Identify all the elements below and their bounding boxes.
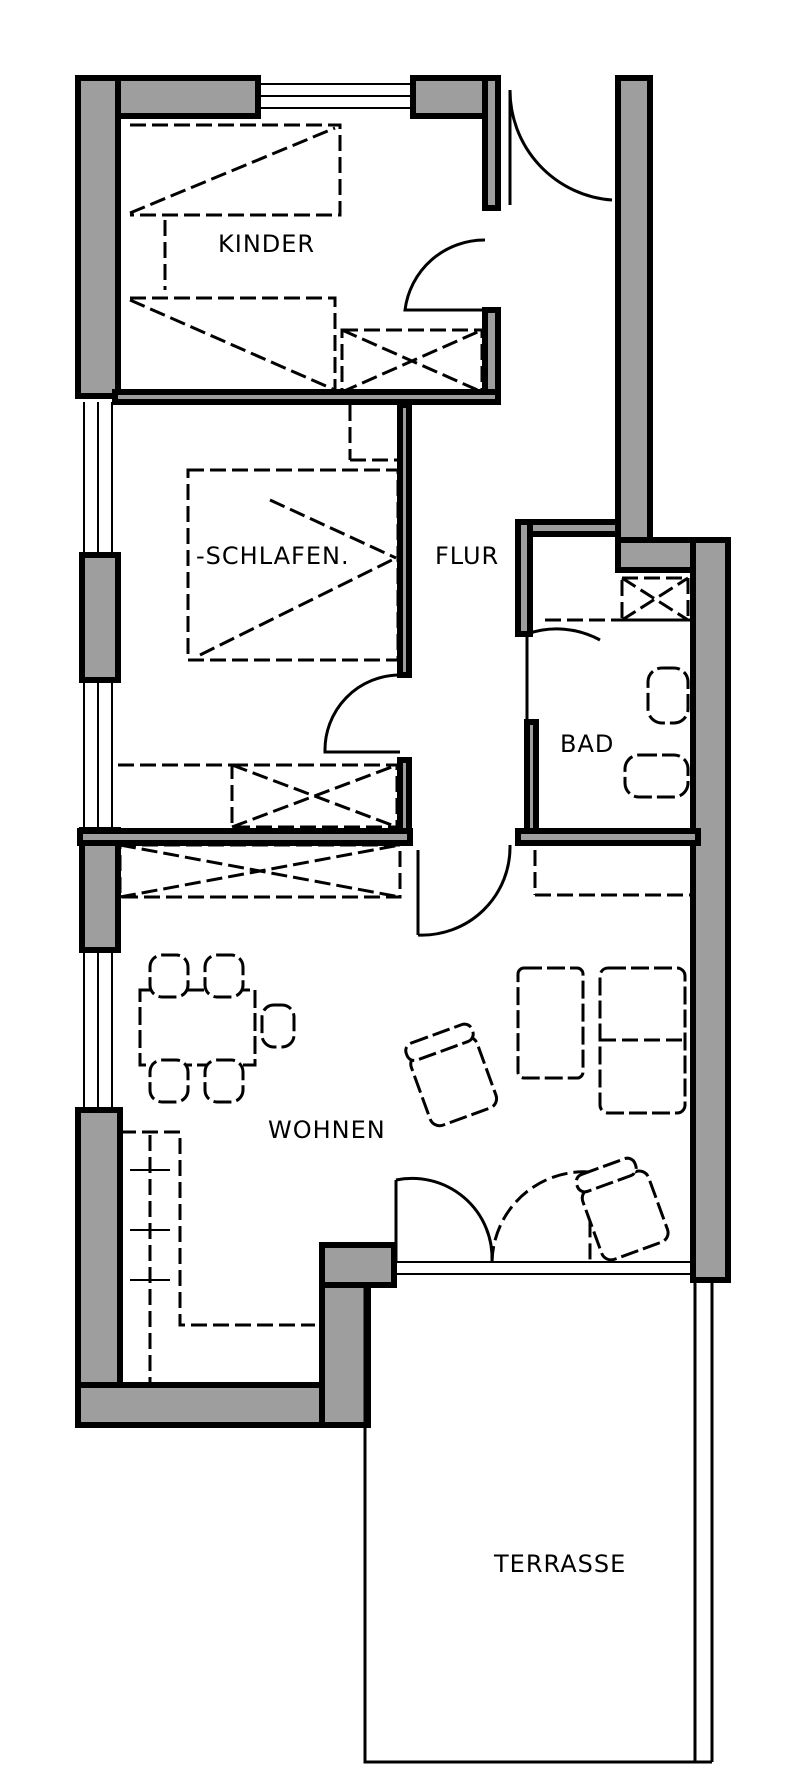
wall-kinder-right-lower [482,307,501,403]
walls [75,75,731,1428]
bad-sink [623,753,690,799]
bad-shower [620,576,690,622]
wall-kinder-right [482,75,501,211]
wall-schlafen-flur [397,402,412,678]
bad-toilet [646,666,690,725]
kinder-bed-top [129,123,342,217]
wall-schlafen-bottom [77,828,413,846]
doors [323,89,613,1263]
wall-bad-bottom [515,828,701,846]
door-terrasse-right [490,1170,592,1263]
wall-kinder-left [75,75,121,399]
kitchen-counter [120,1130,315,1385]
wall-right-lower [690,537,731,1283]
kinder-bed-bottom [129,296,337,394]
window-wohnen [83,950,113,1110]
door-wohnen [416,844,512,937]
wall-kinder-bottom [112,389,501,405]
dining-chair-5 [260,1003,296,1049]
dining-table [138,988,257,1067]
wall-left-pier-1 [79,552,121,683]
room-label-bad: BAD [560,730,614,758]
wall-left-pier-2 [79,827,121,953]
schlafen-wardrobe [230,763,399,829]
room-label-schlafen: -SCHLAFEN. [196,542,350,570]
wall-bad-left [515,519,533,637]
door-kinder [403,238,486,312]
room-label-kinder: KINDER [218,230,315,258]
wall-kitchen-step-top [319,1242,397,1288]
window-kinder [258,83,413,109]
dining-chair-1 [148,953,190,999]
dining-chair-4 [203,1058,245,1104]
armchair-1 [404,1022,499,1128]
schlafen-wardrobe-top [348,405,398,462]
window-terrasse-door [394,1261,693,1275]
windows [83,83,693,1275]
terrasse [363,1280,714,1764]
wall-right-upper [615,75,653,571]
window-schlafen-lower [83,680,113,830]
terrasse-outline [363,1285,712,1764]
dining-chair-3 [148,1058,190,1104]
door-entrance [508,89,613,205]
sofa-1 [516,966,585,1080]
room-label-flur: FLUR [435,542,499,570]
room-label-wohnen: WOHNEN [268,1116,386,1144]
door-bad [525,627,601,722]
wall-left-lower [75,1107,123,1428]
kinder-wardrobe [340,328,484,394]
furniture [118,123,690,1385]
door-terrasse-left [394,1176,494,1263]
wall-bad-left-lower [524,719,539,843]
room-labels: KINDER -SCHLAFEN. FLUR BAD WOHNEN TERRAS… [196,230,626,1578]
room-label-terrasse: TERRASSE [493,1550,626,1578]
schlafen-bed [186,468,400,662]
dining-chair-2 [203,953,245,999]
armchair-2 [574,1156,670,1262]
wohnen-wardrobe [118,843,402,899]
window-schlafen-upper [83,402,113,555]
door-schlafen [323,673,401,754]
